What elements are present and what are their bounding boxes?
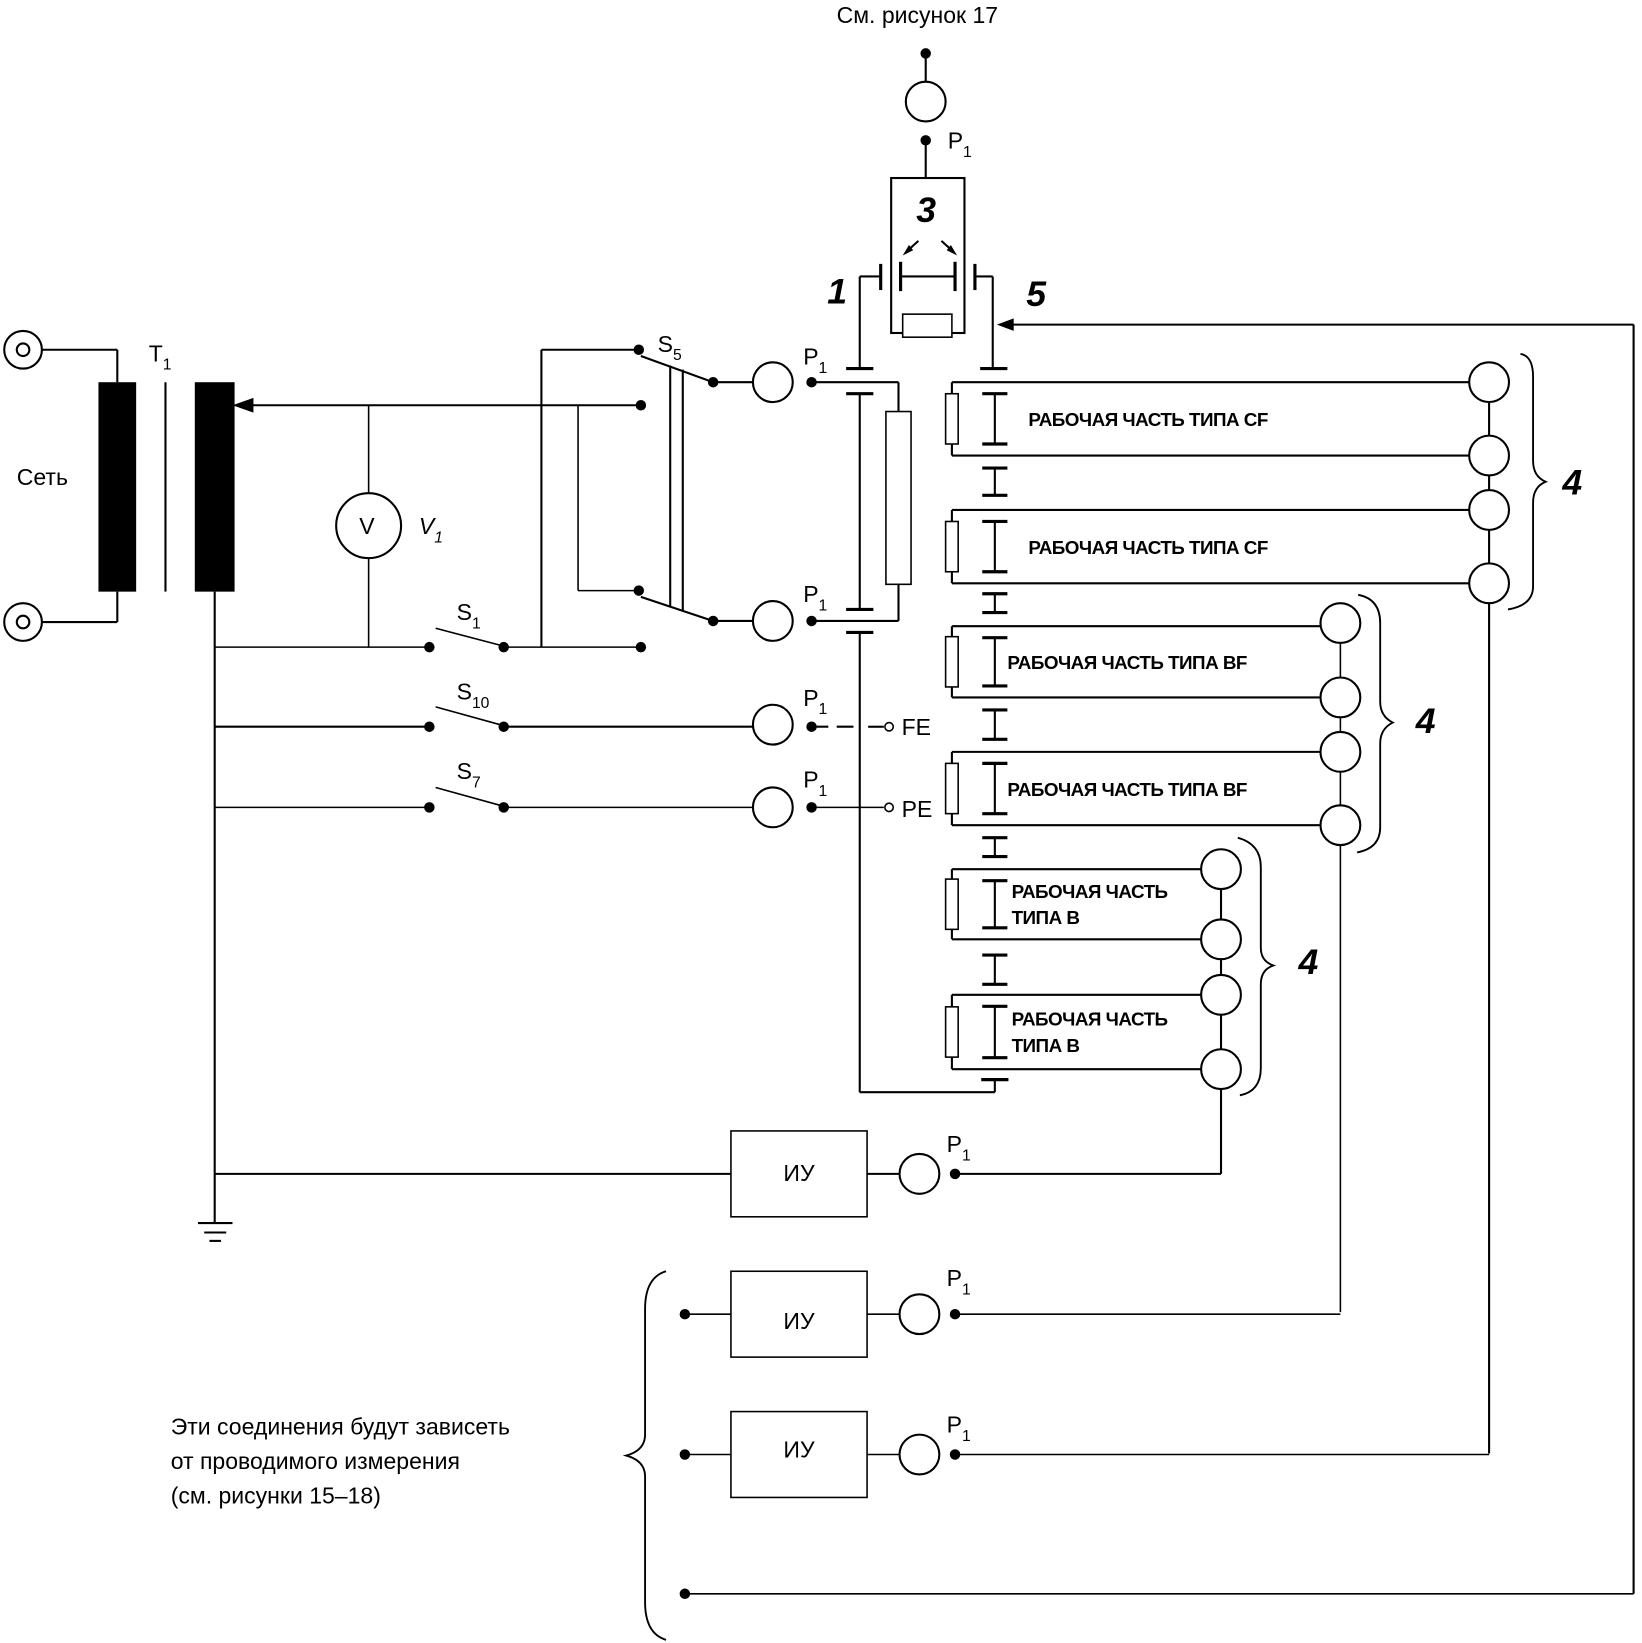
enclosure-box-3 [890, 176, 966, 338]
resistor-icon [944, 392, 959, 445]
applied-part: РАБОЧАЯ ЧАСТЬ ТИПА CF [944, 508, 1470, 585]
measuring-device-2-label: ИУ [783, 1308, 815, 1334]
resistor-icon [944, 878, 959, 931]
plug-label-pe: P1 [803, 766, 827, 799]
plug-label-lower: P1 [803, 581, 827, 614]
switch-s10-label: S10 [457, 679, 490, 712]
applied-part: РАБОЧАЯ ЧАСТЬ ТИПА BF [944, 625, 1321, 699]
resistor-icon [944, 1006, 959, 1058]
voltmeter-v1 [335, 405, 403, 648]
connector-socket[interactable] [1468, 361, 1511, 404]
measuring-device-3 [679, 1410, 1490, 1499]
connector-socket[interactable] [1319, 804, 1362, 847]
applied-part: РАБОЧАЯ ЧАСТЬ ТИПА CF [944, 381, 1470, 457]
applied-part-label: РАБОЧАЯ ЧАСТЬ ТИПА CF [1028, 537, 1268, 558]
brace-bf [1356, 593, 1395, 854]
applied-parts: РАБОЧАЯ ЧАСТЬ ТИПА CF РАБОЧАЯ ЧАСТЬ ТИПА … [944, 381, 1470, 1071]
plug-label-upper: P1 [803, 343, 827, 376]
applied-part: РАБОЧАЯ ЧАСТЬ ТИПА B [944, 868, 1202, 941]
connector-socket[interactable] [1200, 1048, 1242, 1091]
connector-socket[interactable] [1200, 973, 1242, 1016]
connector-socket[interactable] [1319, 730, 1362, 773]
voltmeter-label: V1 [419, 513, 443, 546]
callout-5: 5 [1026, 274, 1047, 314]
callout-4-cf: 4 [1561, 462, 1582, 502]
connector-socket[interactable] [1319, 602, 1362, 645]
transformer-label: T1 [149, 340, 172, 373]
plug-label-top: P1 [948, 128, 972, 161]
measuring-device-3-label: ИУ [783, 1437, 815, 1463]
plug-label-md3: P1 [947, 1412, 971, 1445]
isolation-capacitors [982, 466, 1008, 986]
top-reference-label: См. рисунок 17 [837, 2, 998, 28]
ground-icon [197, 1222, 233, 1242]
terminal-pe-label: PE [902, 796, 933, 822]
note-text: Эти соединения будут зависеть от проводи… [171, 1414, 517, 1509]
mains-label: Сеть [17, 464, 68, 490]
capacitor-1 [846, 263, 883, 371]
switch-s1-label: S1 [457, 599, 481, 632]
plug-p1-lower[interactable] [751, 584, 900, 642]
voltmeter-symbol: V [359, 513, 375, 539]
applied-part-label-2: ТИПА B [1012, 1035, 1080, 1056]
enclosure-spine [846, 392, 1009, 1094]
terminal-fe-label: FE [902, 714, 931, 740]
transformer-t1 [41, 348, 641, 1224]
brace-cf [1507, 353, 1549, 611]
applied-part-label-2: ТИПА B [1012, 907, 1080, 928]
switch-s1[interactable] [214, 627, 647, 653]
connector-socket[interactable] [1468, 434, 1511, 477]
capacitor-5 [679, 263, 1635, 1600]
mains-terminal-bottom[interactable] [3, 602, 43, 642]
callout-3: 3 [916, 190, 936, 230]
resistor-icon [944, 762, 959, 815]
connector-socket[interactable] [1200, 918, 1242, 961]
plug-label-md1: P1 [947, 1131, 971, 1164]
switch-s5-label: S5 [658, 331, 682, 364]
mains-terminal-top[interactable] [3, 329, 43, 370]
callout-4-bf: 4 [1415, 701, 1436, 741]
connector-socket[interactable] [1468, 562, 1511, 605]
connector-circles [1200, 361, 1511, 1091]
brace-note [622, 1270, 667, 1641]
applied-part: РАБОЧАЯ ЧАСТЬ ТИПА BF [944, 750, 1321, 827]
switch-s10[interactable] [214, 703, 895, 746]
switch-s7[interactable] [214, 786, 895, 829]
resistor-icon [944, 520, 959, 573]
applied-part-label: РАБОЧАЯ ЧАСТЬ [1012, 881, 1168, 902]
top-connector [904, 48, 947, 179]
connector-socket[interactable] [1319, 676, 1362, 719]
measuring-device-1 [214, 1130, 1222, 1218]
resistor-icon [944, 635, 959, 688]
plug-label-fe: P1 [803, 685, 827, 718]
switch-s5[interactable] [540, 344, 753, 648]
plug-label-md2: P1 [947, 1265, 971, 1298]
plug-p1-upper[interactable] [751, 361, 900, 412]
applied-part-label: РАБОЧАЯ ЧАСТЬ ТИПА CF [1028, 409, 1268, 430]
connector-socket[interactable] [1200, 848, 1242, 891]
measuring-device-2 [679, 1270, 1341, 1358]
connector-socket[interactable] [1468, 489, 1511, 531]
callout-1: 1 [827, 272, 847, 312]
callout-4-b: 4 [1298, 942, 1319, 982]
applied-part-label: РАБОЧАЯ ЧАСТЬ ТИПА BF [1007, 779, 1247, 800]
applied-part-label: РАБОЧАЯ ЧАСТЬ [1012, 1009, 1168, 1030]
applied-part-label: РАБОЧАЯ ЧАСТЬ ТИПА BF [1007, 652, 1247, 673]
measuring-device-1-label: ИУ [783, 1160, 815, 1186]
switch-s7-label: S7 [457, 758, 481, 791]
applied-part: РАБОЧАЯ ЧАСТЬ ТИПА B [944, 993, 1202, 1071]
brace-b [1237, 836, 1277, 1097]
